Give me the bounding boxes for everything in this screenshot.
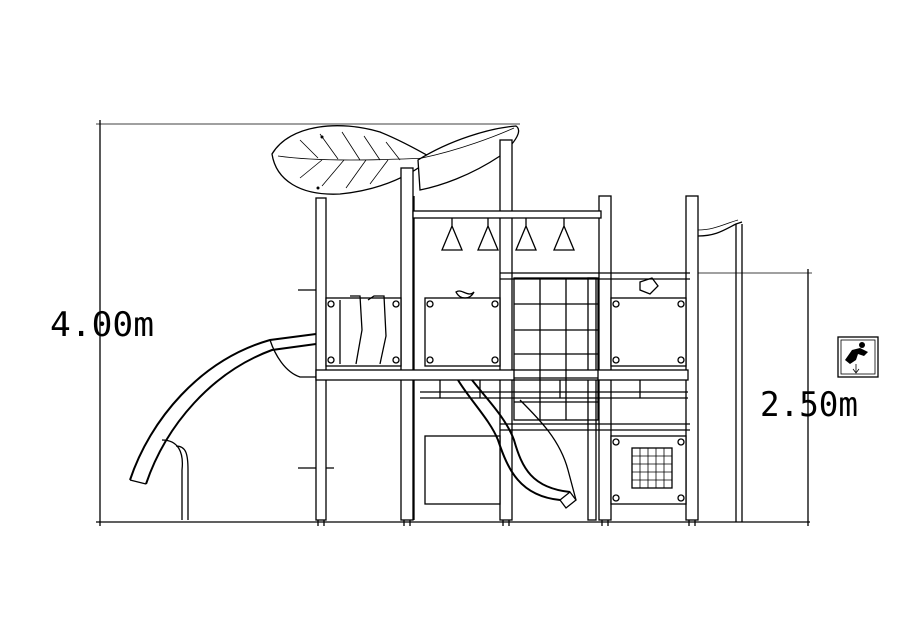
platform-deck <box>315 369 689 399</box>
spiral-slide <box>457 379 577 509</box>
total-height-label: 4.00m <box>50 305 154 345</box>
ring-bar <box>412 210 602 251</box>
leaf-roof <box>271 125 520 195</box>
gym-rings <box>441 218 575 251</box>
climbing-ladder <box>500 272 690 431</box>
dimension-total-height: 4.00m <box>50 120 520 526</box>
fall-height-icon <box>837 336 879 378</box>
dimension-platform-height: 2.50m <box>690 269 858 526</box>
left-tube-slide <box>129 333 320 520</box>
lower-panels <box>424 435 687 505</box>
wall-panels <box>325 277 687 367</box>
platform-height-label: 2.50m <box>760 385 858 425</box>
post-feet <box>298 289 696 526</box>
